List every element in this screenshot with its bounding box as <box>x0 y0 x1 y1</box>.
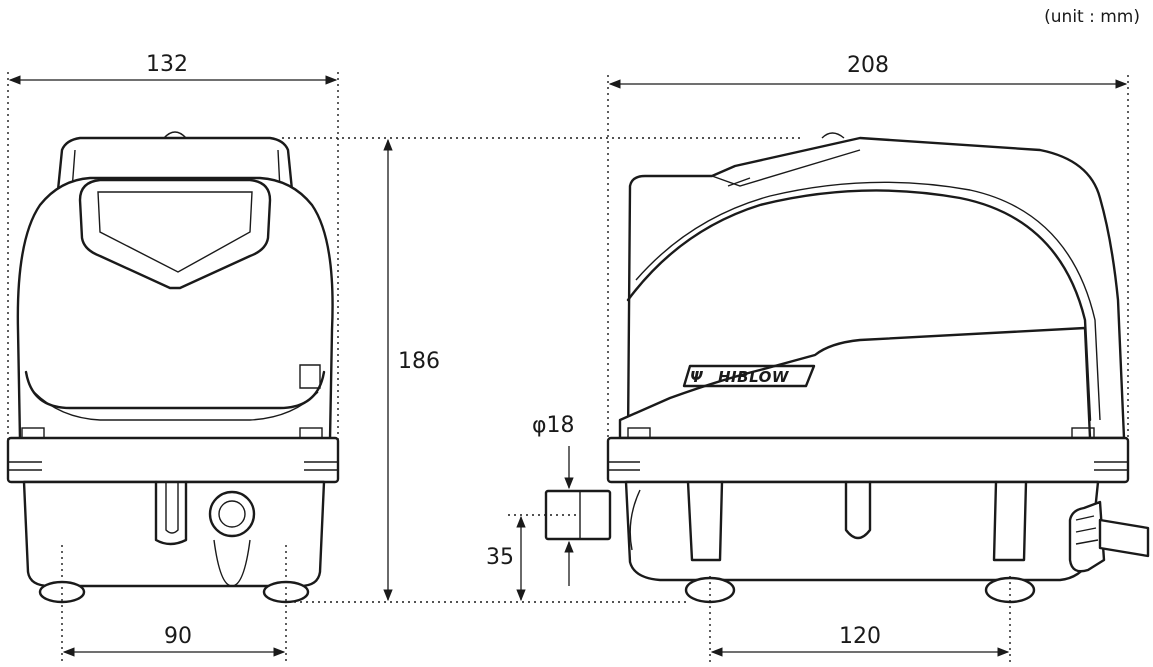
outlet-height-label: 35 <box>486 545 514 570</box>
height-dimension: 186 <box>282 137 800 603</box>
outlet-height-dimension: 35 <box>486 514 580 602</box>
front-view <box>6 131 340 604</box>
side-foot-spacing-dimension: 120 <box>709 576 1011 662</box>
front-foot-spacing-dimension: 90 <box>61 545 287 662</box>
svg-text:Ψ: Ψ <box>690 368 703 386</box>
side-length-dimension: 208 <box>607 53 1129 440</box>
front-width-dimension: 132 <box>7 52 339 440</box>
height-label: 186 <box>398 349 440 374</box>
side-length-label: 208 <box>847 53 889 78</box>
outlet-diameter-dimension: φ18 <box>532 413 575 586</box>
outlet-diameter-label: φ18 <box>532 413 575 438</box>
unit-label: (unit : mm) <box>1044 7 1140 27</box>
side-view: HIBLOW Ψ <box>544 132 1150 604</box>
side-foot-spacing-label: 120 <box>839 624 881 649</box>
front-width-label: 132 <box>146 52 188 77</box>
front-foot-spacing-label: 90 <box>164 624 192 649</box>
hiblow-logo: HIBLOW Ψ <box>682 364 816 388</box>
brand-logo-text: HIBLOW <box>718 368 790 386</box>
